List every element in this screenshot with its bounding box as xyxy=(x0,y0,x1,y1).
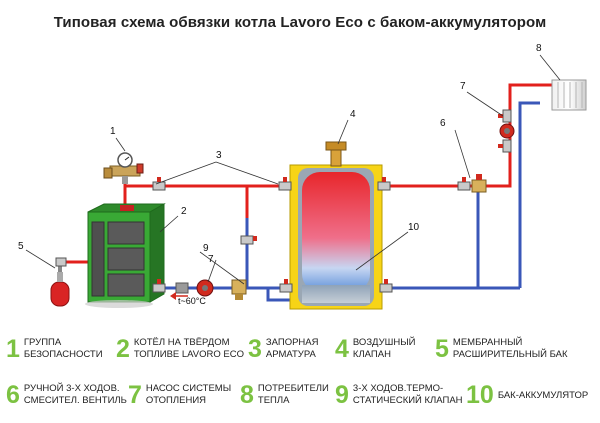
legend-number: 8 xyxy=(240,381,254,409)
shutoff-valve xyxy=(498,109,512,123)
legend-line: бак-аккумулятор xyxy=(497,390,589,401)
callout-8: 8 xyxy=(536,43,542,54)
shutoff-valves xyxy=(55,109,512,293)
radiator xyxy=(551,79,587,111)
legend-line: статический клапан xyxy=(352,395,463,406)
legend-line: группа xyxy=(23,337,62,348)
radiator-return-riser xyxy=(518,101,540,288)
legend-text: воздушный клапан xyxy=(353,336,416,361)
shutoff-valve xyxy=(279,279,293,293)
legend-line: отопления xyxy=(145,395,207,406)
tank-bottom-pipe xyxy=(266,288,296,302)
diagram-title: Типовая схема обвязки котла Lavoro Eco с… xyxy=(53,14,547,31)
radiator-supply-pipe xyxy=(377,83,552,188)
legend-item-5: 5 мембранный расширительный бак xyxy=(435,336,568,362)
callout-labels: 1 2 3 4 5 6 7 8 9 10 7 xyxy=(18,43,542,265)
legend-line: расширительный бак xyxy=(452,349,568,360)
legend-text: потребители тепла xyxy=(258,382,329,407)
callout-7-bottom: 7 xyxy=(208,254,214,265)
legend-number: 4 xyxy=(335,335,349,363)
callout-6: 6 xyxy=(440,118,446,129)
thermostatic-valve xyxy=(231,279,247,300)
callout-9: 9 xyxy=(203,243,209,254)
legend-text: котёл на твёрдом топливе lavoro eco xyxy=(134,336,244,361)
callout-leaders xyxy=(25,54,561,285)
callout-5: 5 xyxy=(18,241,24,252)
shutoff-valve xyxy=(55,257,67,267)
shutoff-valve xyxy=(240,235,257,245)
legend-line: котёл на твёрдом xyxy=(133,337,230,348)
return-filter xyxy=(175,282,189,294)
boiler xyxy=(85,203,166,308)
legend-line: безопасности xyxy=(23,349,103,360)
legend-number: 7 xyxy=(128,381,142,409)
legend-text: бак-аккумулятор xyxy=(498,382,588,402)
legend-text: группа безопасности xyxy=(24,336,103,361)
legend-item-7: 7 насос системы отопления xyxy=(128,382,231,408)
legend-line: тепла xyxy=(257,395,290,406)
callout-7-top: 7 xyxy=(460,81,466,92)
legend-line: топливе lavoro eco xyxy=(133,349,244,360)
shutoff-valve xyxy=(457,177,471,191)
shutoff-valve xyxy=(278,177,292,191)
return-pipes xyxy=(152,101,540,302)
callout-3: 3 xyxy=(216,150,222,161)
shutoff-valve xyxy=(379,279,393,293)
legend-text: мембранный расширительный бак xyxy=(453,336,568,361)
expansion-tank xyxy=(50,264,70,307)
legend-text: 3-х ходов.термо- статический клапан xyxy=(353,382,463,407)
legend-item-2: 2 котёл на твёрдом топливе lavoro eco xyxy=(116,336,244,362)
legend-line: смесител. вентиль xyxy=(23,395,127,406)
legend-text: ручной 3-х ходов. смесител. вентиль xyxy=(24,382,127,407)
legend-number: 1 xyxy=(6,335,20,363)
callout-1: 1 xyxy=(110,126,116,137)
legend-line: потребители xyxy=(257,383,329,394)
radiator-pump xyxy=(499,123,515,139)
accumulator-tank xyxy=(289,141,383,310)
shutoff-valve xyxy=(152,279,166,293)
flow-arrow xyxy=(170,292,188,300)
legend-text: запорная арматура xyxy=(266,336,319,361)
legend-item-4: 4 воздушный клапан xyxy=(335,336,415,362)
legend-item-3: 3 запорная арматура xyxy=(248,336,319,362)
legend-item-1: 1 группа безопасности xyxy=(6,336,103,362)
boiler-supply-pipe xyxy=(123,184,296,213)
temperature-label: t~60°C xyxy=(178,296,206,306)
legend-line: насос системы xyxy=(145,383,232,394)
legend-number: 3 xyxy=(248,335,262,363)
shutoff-valve xyxy=(498,139,512,153)
legend-number: 2 xyxy=(116,335,130,363)
legend-item-6: 6 ручной 3-х ходов. смесител. вентиль xyxy=(6,382,127,408)
legend-text: насос системы отопления xyxy=(146,382,231,407)
legend-item-9: 9 3-х ходов.термо- статический клапан xyxy=(335,382,463,408)
callout-4: 4 xyxy=(350,109,356,120)
safety-group xyxy=(103,152,144,184)
callout-10: 10 xyxy=(408,222,420,233)
legend-line: мембранный xyxy=(452,337,523,348)
legend-line: воздушный xyxy=(352,337,416,348)
manual-mixing-valve xyxy=(471,174,487,193)
return-pump xyxy=(196,279,214,297)
legend-line: запорная xyxy=(265,337,319,348)
legend-line: 3-х ходов.термо- xyxy=(352,383,444,394)
shutoff-valve xyxy=(377,177,391,191)
legend-number: 9 xyxy=(335,381,349,409)
legend-item-10: 10 бак-аккумулятор xyxy=(466,382,588,408)
shutoff-valve xyxy=(152,177,166,191)
legend-line: арматура xyxy=(265,349,316,360)
legend-number: 5 xyxy=(435,335,449,363)
legend-number: 6 xyxy=(6,381,20,409)
callout-2: 2 xyxy=(181,206,187,217)
legend-line: клапан xyxy=(352,349,391,360)
legend-item-8: 8 потребители тепла xyxy=(240,382,329,408)
legend-line: ручной 3-х ходов. xyxy=(23,383,120,394)
legend-number: 10 xyxy=(466,381,494,409)
